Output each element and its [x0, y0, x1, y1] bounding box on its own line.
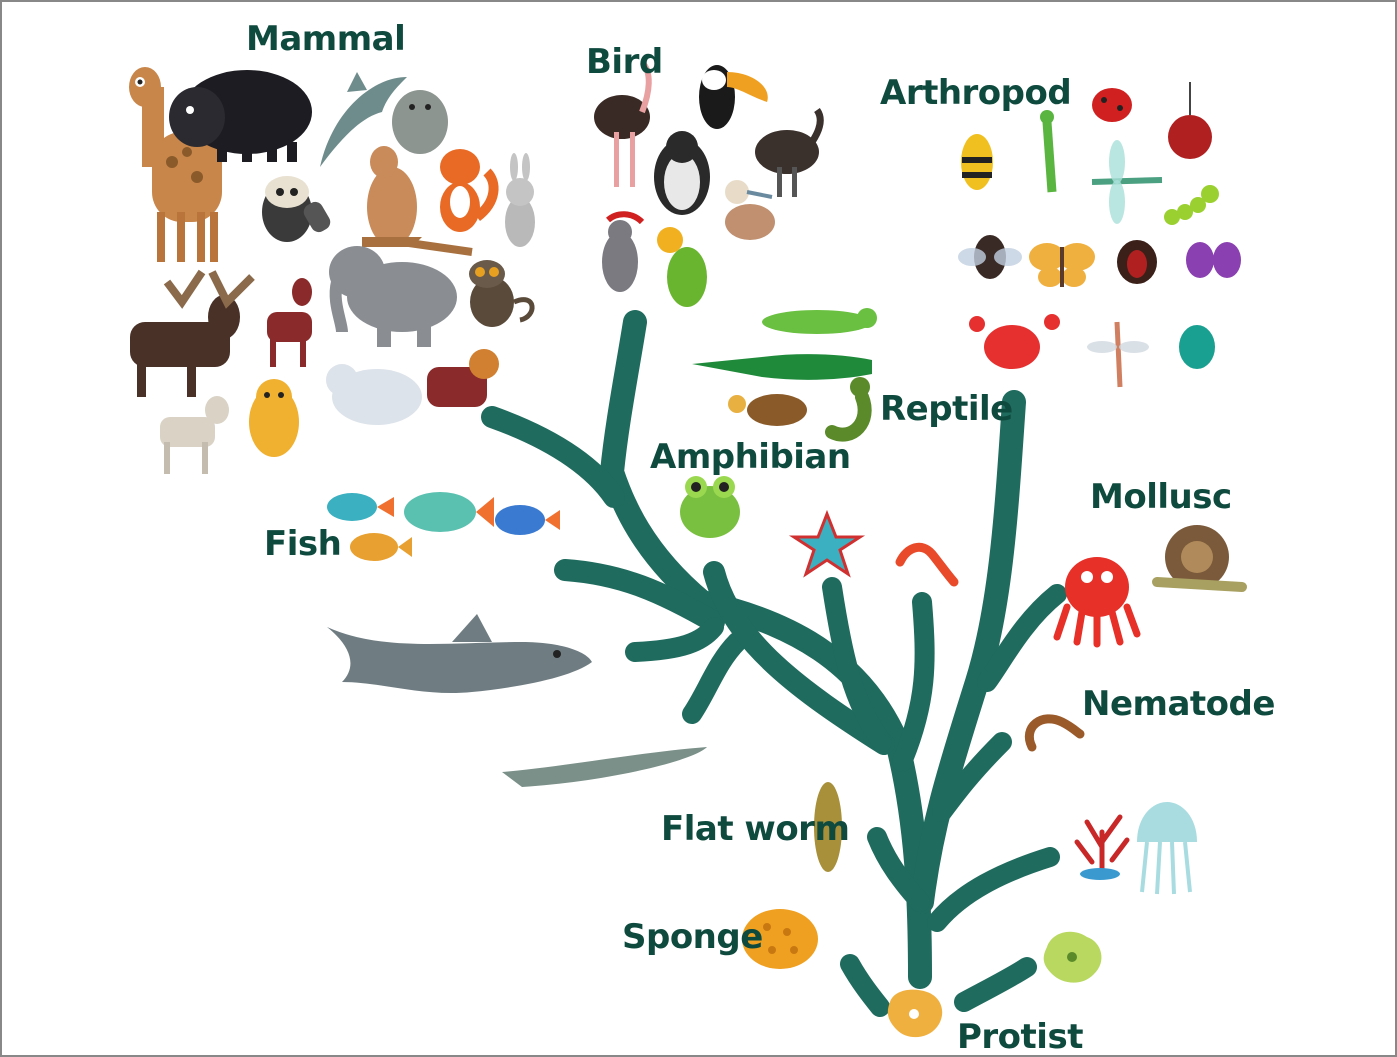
fish-icon	[350, 533, 412, 561]
seal-icon	[392, 90, 448, 154]
label-arthropod: Arthropod	[880, 76, 1071, 110]
label-mammal: Mammal	[246, 22, 405, 56]
lovebird-icon	[657, 227, 707, 307]
elephant-icon	[329, 246, 457, 347]
butterfly-icon	[1029, 243, 1095, 287]
emu-icon	[755, 110, 820, 197]
mantis-icon	[1040, 110, 1054, 192]
branch-sponge	[850, 964, 880, 1007]
raccoon-icon	[262, 176, 333, 242]
branch-mammal	[492, 417, 614, 497]
lamprey-icon	[502, 747, 707, 787]
amoeba-icon	[888, 990, 942, 1037]
iguana-icon	[762, 308, 877, 334]
jellyfish-icon	[1137, 802, 1197, 894]
label-nematode: Nematode	[1082, 687, 1275, 721]
snail-icon	[1157, 525, 1242, 589]
earthworm-icon	[900, 547, 954, 582]
branch-worm	[902, 602, 925, 762]
octopus-icon	[1057, 557, 1137, 644]
turtle-icon	[728, 394, 807, 426]
label-amphibian: Amphibian	[650, 440, 851, 474]
booby-icon	[725, 180, 775, 240]
starfish-icon	[794, 514, 860, 574]
crocodile-icon	[692, 354, 872, 380]
label-protist: Protist	[957, 1020, 1083, 1054]
penguin-icon	[654, 131, 710, 215]
nematode-icon	[1029, 719, 1080, 747]
crab-icon	[969, 314, 1060, 369]
monkey-icon	[469, 260, 532, 327]
coral-icon	[1077, 817, 1127, 880]
fox-icon	[440, 149, 494, 232]
mosquito-icon	[1087, 322, 1149, 387]
toucan-icon	[699, 65, 768, 129]
yak-icon	[427, 349, 499, 407]
branch-lamprey	[692, 642, 737, 714]
label-fish: Fish	[264, 527, 341, 561]
branch-shark	[635, 627, 714, 652]
parrot-icon	[602, 214, 642, 292]
bee-icon	[961, 134, 993, 190]
dragonfly-icon	[1092, 140, 1162, 224]
label-mollusc: Mollusc	[1090, 480, 1232, 514]
beetle-icon	[1117, 240, 1157, 284]
scarab-icon	[1179, 325, 1215, 369]
amoeba-icon	[1044, 932, 1102, 983]
fish-icon	[495, 505, 560, 535]
leopard-icon	[249, 379, 299, 457]
fish-icon	[404, 492, 494, 532]
goat-icon	[160, 396, 229, 474]
label-flat-worm: Flat worm	[661, 812, 849, 846]
moose-icon	[130, 272, 252, 397]
moth-icon	[1186, 242, 1241, 278]
shark-icon	[327, 614, 592, 693]
fish-icon	[327, 493, 394, 521]
branch-amoeba	[964, 967, 1027, 1002]
label-bird: Bird	[586, 45, 663, 79]
label-reptile: Reptile	[880, 392, 1013, 426]
polar-bear-icon	[326, 364, 422, 425]
spider-icon	[1168, 82, 1212, 159]
ladybug-icon	[1092, 88, 1132, 122]
snake-icon	[832, 377, 870, 435]
frog-icon	[680, 476, 740, 538]
rabbit-icon	[505, 153, 535, 247]
label-sponge: Sponge	[622, 920, 763, 954]
deer-icon	[267, 278, 312, 367]
fly-icon	[958, 235, 1022, 279]
branch-cnidaria	[937, 857, 1050, 922]
caterpillar-icon	[1164, 185, 1219, 225]
